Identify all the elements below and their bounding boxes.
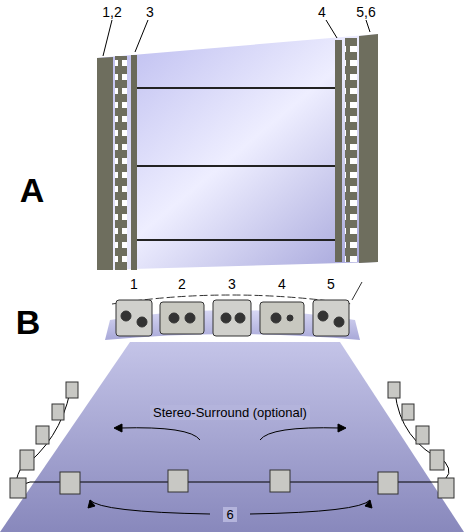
film-strip bbox=[97, 34, 378, 270]
front-speakers bbox=[116, 300, 349, 336]
callout-number: 3 bbox=[146, 5, 154, 19]
sprocket-holes-right bbox=[345, 38, 357, 262]
speaker-number: 3 bbox=[228, 277, 236, 291]
panel-letter: B bbox=[16, 305, 41, 339]
callout-number: 5,6 bbox=[356, 5, 375, 19]
soundtrack-3 bbox=[131, 55, 137, 270]
soundtrack-4 bbox=[335, 40, 342, 262]
surround-speakers bbox=[10, 382, 454, 498]
callout-number: 6 bbox=[223, 507, 236, 522]
frame-lines bbox=[137, 88, 335, 240]
sprocket-holes-left bbox=[115, 56, 127, 270]
auditorium-floor bbox=[0, 342, 464, 532]
speaker-number: 2 bbox=[178, 277, 186, 291]
leader-lines bbox=[103, 20, 370, 56]
stereo-arrows bbox=[114, 424, 346, 440]
surround-wiring bbox=[17, 392, 449, 484]
panel-letter: A bbox=[20, 173, 45, 207]
film-edge-left bbox=[97, 57, 113, 270]
callout-number: 1,2 bbox=[102, 5, 121, 19]
speaker-number: 1 bbox=[130, 277, 138, 291]
speaker-number: 5 bbox=[327, 277, 335, 291]
speaker-number: 4 bbox=[278, 277, 286, 291]
surround-caption: Stereo-Surround (optional) bbox=[150, 405, 310, 420]
callout-number: 4 bbox=[318, 5, 326, 19]
film-edge-right bbox=[359, 34, 378, 263]
